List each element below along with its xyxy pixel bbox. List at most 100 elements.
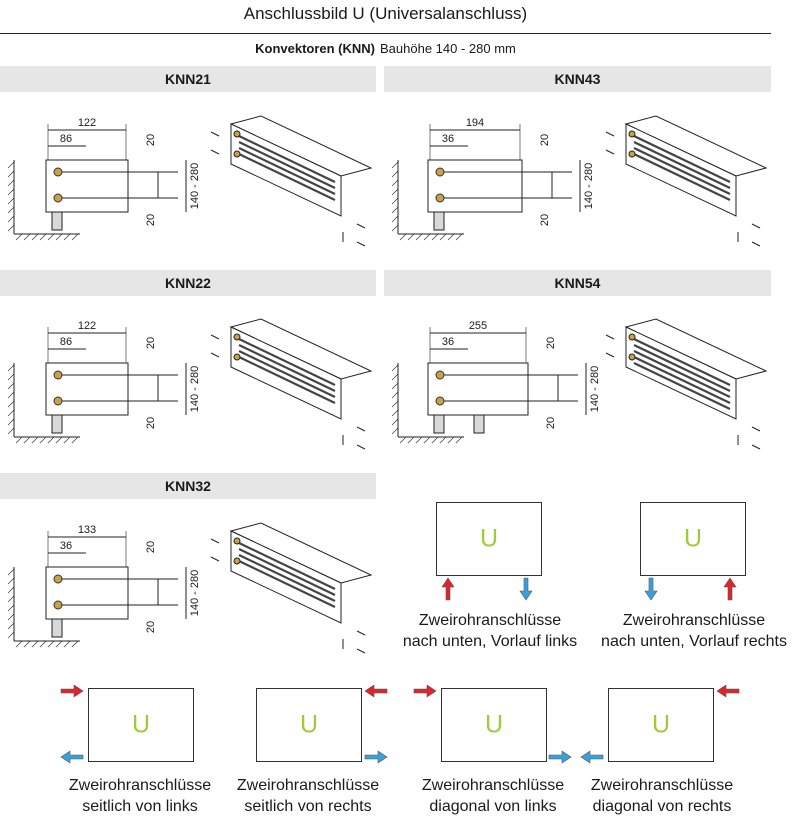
- model-header-knn54: KNN54: [384, 270, 771, 296]
- convector-outline: [45, 159, 129, 213]
- grille-bar: [633, 153, 731, 201]
- dimension-label: 133: [78, 524, 96, 536]
- grille-bar: [238, 542, 336, 590]
- caption-line: seitlich von rechts: [244, 798, 372, 815]
- flow-tick: [605, 149, 615, 155]
- flow-tick: [356, 444, 366, 450]
- grille-bar: [633, 147, 731, 195]
- wall-hatch: [7, 215, 15, 223]
- dimension-label: 20: [545, 417, 557, 429]
- flow-tick: [210, 556, 220, 562]
- pipe-connector-icon: [233, 150, 241, 158]
- pipe-connector-icon: [53, 396, 63, 406]
- dimension-label: 20: [539, 214, 551, 226]
- dimension-label: 194: [466, 117, 484, 129]
- caption-line: Zweirohranschlüsse: [622, 612, 766, 629]
- grille-bar: [238, 135, 336, 183]
- pipe-connector-icon: [233, 557, 241, 565]
- return-arrow-down-icon: [644, 577, 658, 601]
- wall-hatch: [7, 568, 15, 576]
- floor-hatch: [447, 436, 455, 444]
- wall-hatch: [391, 179, 399, 187]
- caption-line: diagonal von rechts: [592, 798, 732, 815]
- dimension-label: 20: [545, 337, 557, 349]
- floor-hatch: [31, 233, 39, 241]
- supply-arrow-left-icon: [364, 684, 388, 698]
- floor-hatch: [55, 436, 63, 444]
- flow-tick: [605, 334, 615, 340]
- grille-bar: [633, 135, 731, 183]
- floor-hatch: [47, 640, 55, 648]
- model-header-knn21: KNN21: [0, 66, 376, 92]
- pipe-connector-icon: [53, 193, 63, 203]
- wall-hatch: [7, 418, 15, 426]
- connection-box-diagonal-left: U: [441, 688, 547, 762]
- floor-hatch: [439, 233, 447, 241]
- dimension-label: 20: [145, 417, 157, 429]
- connection-box-diagonal-right: U: [608, 688, 714, 762]
- floor-hatch: [39, 233, 47, 241]
- u-letter: U: [479, 524, 499, 553]
- grille-bar: [633, 350, 731, 398]
- isometric-view: [210, 318, 373, 450]
- supply-arrow-up-icon: [441, 577, 455, 601]
- caption-side-right: Zweirohranschlüsse seitlich von rechts: [220, 775, 396, 817]
- grille-bar: [633, 362, 731, 410]
- wall-hatch: [7, 206, 15, 214]
- caption-line: Zweirohranschlüsse: [590, 777, 734, 794]
- floor-hatch: [55, 640, 63, 648]
- dimension-label: 86: [60, 133, 72, 145]
- flow-tick: [210, 149, 220, 155]
- dimension-label: 140 - 280: [589, 366, 601, 412]
- supply-arrow-up-icon: [723, 577, 737, 601]
- floor-hatch: [71, 233, 79, 241]
- connection-box-down-supply-right: U: [640, 502, 746, 576]
- wall-hatch: [7, 373, 15, 381]
- connection-box-side-right: U: [256, 688, 362, 762]
- pipe-connector-icon: [233, 537, 241, 545]
- flow-tick: [356, 426, 366, 432]
- wall-hatch: [391, 382, 399, 390]
- isometric-view: [210, 522, 373, 654]
- wall-hatch: [391, 409, 399, 417]
- grille-bar: [633, 356, 731, 404]
- dimension-label: 122: [78, 117, 96, 129]
- u-letter: U: [484, 710, 504, 739]
- floor-hatch: [423, 233, 431, 241]
- floor-hatch: [39, 640, 47, 648]
- convector-outline: [427, 362, 529, 416]
- floor-hatch: [455, 436, 463, 444]
- floor-hatch: [23, 436, 31, 444]
- floor-hatch: [431, 436, 439, 444]
- wall-hatch: [391, 170, 399, 178]
- side-view: [7, 124, 187, 241]
- caption-line: seitlich von links: [82, 798, 198, 815]
- valve-stem: [51, 211, 63, 231]
- wall-hatch: [7, 170, 15, 178]
- wall-hatch: [391, 364, 399, 372]
- floor-hatch: [431, 233, 439, 241]
- pipe-connector-icon: [53, 600, 63, 610]
- dimension-label: 140 - 280: [189, 366, 201, 412]
- valve-stem: [51, 414, 63, 434]
- isometric-view: [605, 115, 768, 247]
- caption-line: Zweirohranschlüsse: [68, 777, 212, 794]
- wall-hatch: [7, 604, 15, 612]
- u-letter: U: [299, 710, 319, 739]
- connection-box-side-left: U: [88, 688, 194, 762]
- dimension-label: 122: [78, 320, 96, 332]
- grille-bar: [633, 344, 731, 392]
- grille-bar: [238, 344, 336, 392]
- caption-line: Zweirohranschlüsse: [418, 612, 562, 629]
- wall-hatch: [391, 418, 399, 426]
- floor-hatch: [15, 436, 23, 444]
- floor-hatch: [63, 233, 71, 241]
- page-title: Anschlussbild U (Universalanschluss): [243, 4, 528, 23]
- caption-down-supply-left: Zweirohranschlüsse nach unten, Vorlauf l…: [392, 610, 588, 652]
- valve-stem: [433, 414, 445, 434]
- caption-line: nach unten, Vorlauf rechts: [601, 633, 787, 650]
- caption-line: nach unten, Vorlauf links: [402, 633, 578, 650]
- caption-line: diagonal von links: [429, 798, 557, 815]
